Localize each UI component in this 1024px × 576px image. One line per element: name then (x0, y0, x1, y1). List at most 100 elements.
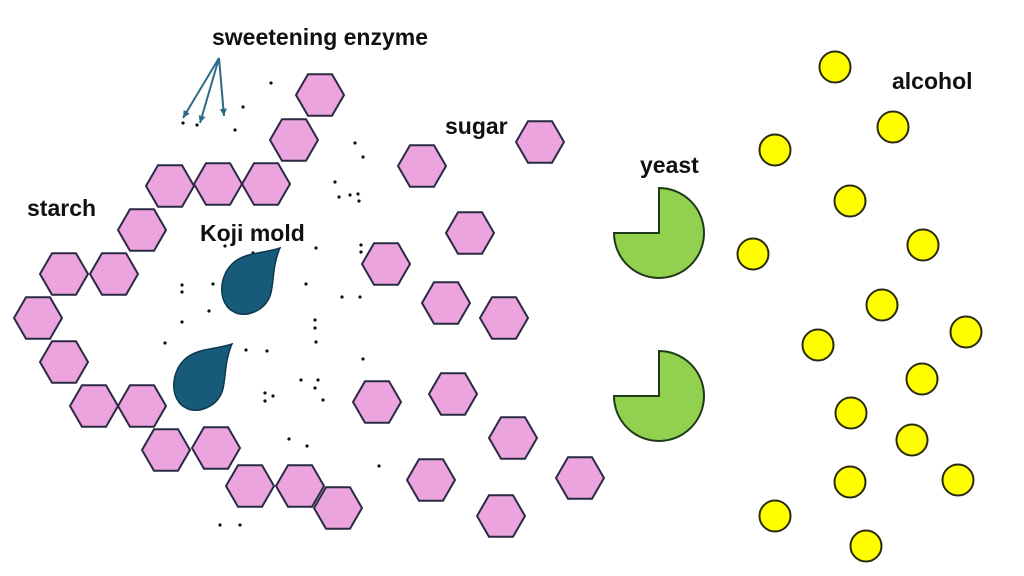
enzyme-arrow-head (183, 110, 190, 118)
enzyme-dot (337, 195, 341, 199)
enzyme-dot (241, 105, 245, 109)
alcohol-molecule (818, 50, 852, 84)
starch-unit (192, 162, 244, 206)
starch-unit (88, 252, 140, 296)
alcohol-molecule (865, 288, 899, 322)
enzyme-arrows (182, 57, 227, 124)
enzyme-dot (359, 243, 363, 247)
label-koji-mold: Koji mold (200, 220, 305, 246)
starch-unit (38, 340, 90, 384)
enzyme-arrow-head (198, 115, 206, 123)
starch-unit (274, 464, 326, 508)
starch-unit (12, 296, 64, 340)
enzyme-dot (321, 398, 325, 402)
sugar-molecule (420, 281, 472, 325)
enzyme-dot (314, 340, 318, 344)
enzyme-dot (377, 464, 381, 468)
enzyme-dot (299, 378, 303, 382)
enzyme-dot (181, 121, 185, 125)
enzyme-dot (353, 141, 357, 145)
enzyme-dot (313, 318, 317, 322)
label-yeast: yeast (640, 152, 699, 178)
enzyme-dot (265, 349, 269, 353)
enzyme-dot (359, 250, 363, 254)
enzyme-dot (263, 391, 267, 395)
enzyme-dot (358, 295, 362, 299)
enzyme-dot (305, 444, 309, 448)
enzyme-dot (348, 193, 352, 197)
sugar-molecule (514, 120, 566, 164)
koji-mold-group (173, 246, 282, 412)
enzyme-dot (313, 386, 317, 390)
enzyme-arrow-line (182, 57, 220, 119)
alcohol-molecule (849, 529, 883, 563)
enzyme-dot (271, 394, 275, 398)
starch-unit (312, 486, 364, 530)
yeast-cell (612, 186, 705, 279)
starch-unit (190, 426, 242, 470)
enzyme-dot (269, 81, 273, 85)
alcohol-molecule (876, 110, 910, 144)
enzyme-dot (238, 523, 242, 527)
label-alcohol: alcohol (892, 68, 973, 94)
enzyme-dot (304, 282, 308, 286)
starch-unit (224, 464, 276, 508)
starch-unit (38, 252, 90, 296)
enzyme-dot (180, 283, 184, 287)
starch-unit (268, 118, 320, 162)
alcohol-molecule (834, 396, 868, 430)
alcohol-molecule (758, 499, 792, 533)
enzyme-arrow-line (218, 57, 225, 117)
alcohol-molecules (736, 50, 983, 563)
alcohol-molecule (906, 228, 940, 262)
koji-mold-drop (173, 342, 234, 412)
enzyme-arrow-head (219, 108, 227, 116)
enzyme-dot (244, 348, 248, 352)
starch-unit (240, 162, 292, 206)
sugar-molecule (487, 416, 539, 460)
alcohol-molecule (905, 362, 939, 396)
alcohol-molecule (758, 133, 792, 167)
sugar-molecule (396, 144, 448, 188)
sugar-molecule (360, 242, 412, 286)
sugar-molecule (475, 494, 527, 538)
enzyme-dot (211, 282, 215, 286)
enzyme-dot (361, 357, 365, 361)
enzyme-dot (207, 309, 211, 313)
koji-mold-drop (221, 246, 282, 316)
starch-unit (116, 208, 168, 252)
enzyme-dot (356, 192, 360, 196)
enzyme-dot (313, 326, 317, 330)
enzyme-dot (316, 378, 320, 382)
enzyme-dot (287, 437, 291, 441)
sugar-molecule (444, 211, 496, 255)
enzyme-dot (218, 523, 222, 527)
alcohol-molecule (801, 328, 835, 362)
enzyme-dot (180, 290, 184, 294)
starch-chain (12, 73, 364, 530)
alcohol-molecule (833, 184, 867, 218)
sugar-molecule (351, 380, 403, 424)
starch-unit (144, 164, 196, 208)
starch-unit (68, 384, 120, 428)
label-sweetening-enzyme: sweetening enzyme (212, 24, 429, 50)
enzyme-dot (314, 246, 318, 250)
alcohol-molecule (736, 237, 770, 271)
sugar-molecule (478, 296, 530, 340)
label-sugar: sugar (445, 113, 508, 139)
enzyme-dot (340, 295, 344, 299)
sugar-molecules (351, 120, 606, 538)
enzyme-dot (233, 128, 237, 132)
sugar-molecule (427, 372, 479, 416)
yeast-cell (612, 349, 705, 442)
alcohol-molecule (949, 315, 983, 349)
enzyme-dot (163, 341, 167, 345)
enzyme-dot (195, 123, 199, 127)
yeast-group (612, 186, 705, 442)
enzyme-dots (163, 81, 381, 527)
enzyme-arrow-line (199, 57, 220, 124)
sugar-molecule (554, 456, 606, 500)
alcohol-molecule (833, 465, 867, 499)
starch-unit (140, 428, 192, 472)
